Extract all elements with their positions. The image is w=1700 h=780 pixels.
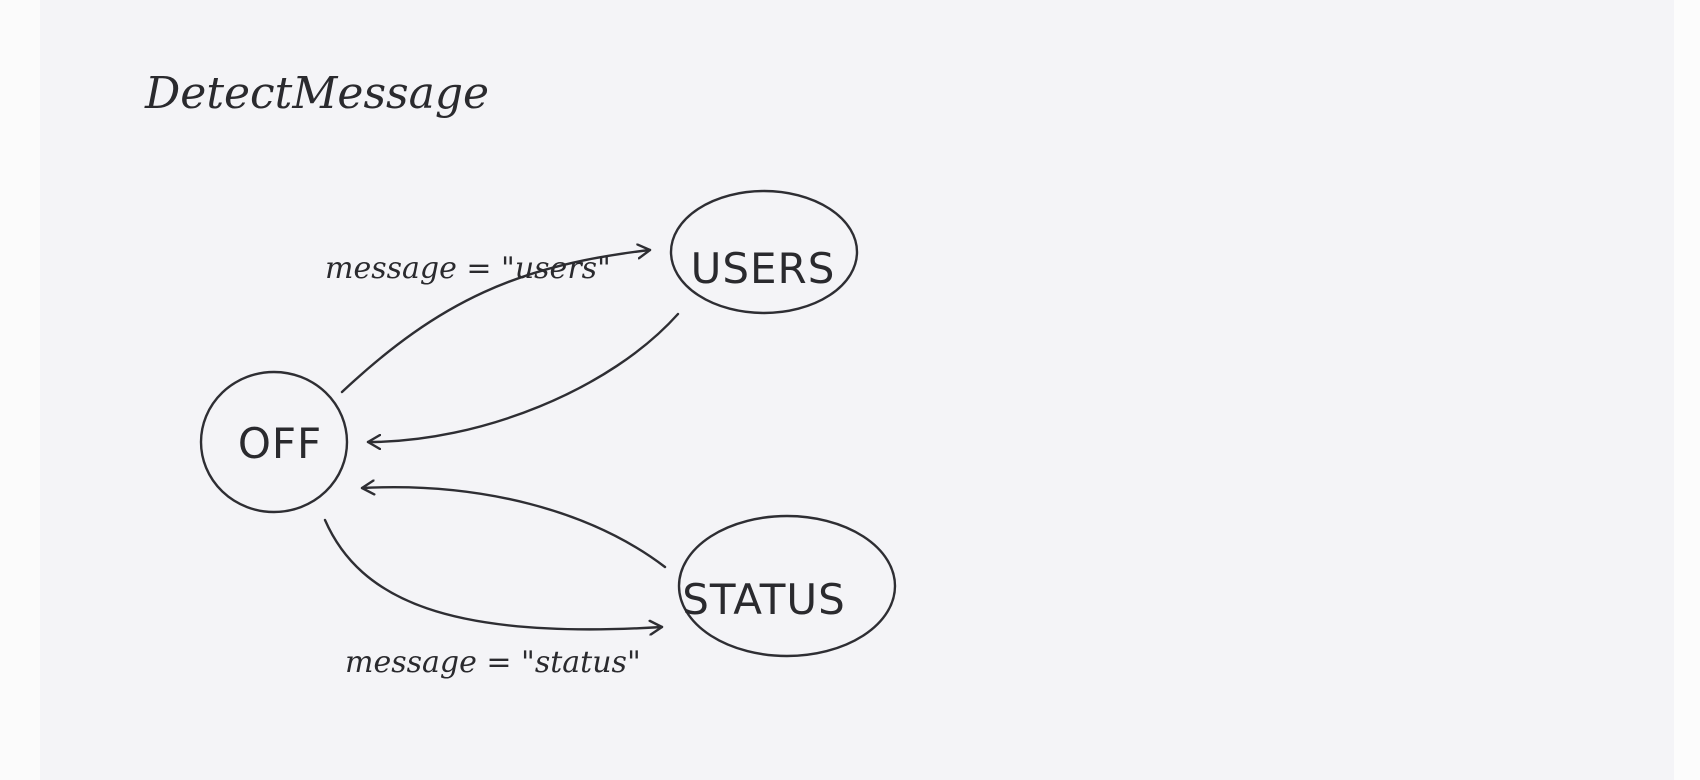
state-users: USERS xyxy=(669,189,859,315)
transition-off-to-status-label: message = "status" xyxy=(345,645,641,680)
page-right-margin xyxy=(1674,0,1700,780)
state-off: OFF xyxy=(199,370,349,514)
state-status-circle xyxy=(677,514,897,658)
state-off-label: OFF xyxy=(238,419,322,468)
diagram-title: DetectMessage xyxy=(144,68,489,119)
state-users-label: USERS xyxy=(691,244,836,293)
transition-off-to-users-label: message = "users" xyxy=(325,251,611,286)
transition-status-to-off xyxy=(360,487,667,569)
state-status: STATUS xyxy=(677,514,897,658)
transition-off-to-users xyxy=(340,250,652,394)
transition-off-to-status xyxy=(323,518,664,629)
paper-sheet xyxy=(40,0,1674,780)
state-status-label: STATUS xyxy=(682,575,846,624)
state-off-circle xyxy=(199,370,349,514)
page-left-margin xyxy=(0,0,40,780)
state-users-circle xyxy=(669,189,859,315)
transition-users-to-off xyxy=(366,312,680,442)
